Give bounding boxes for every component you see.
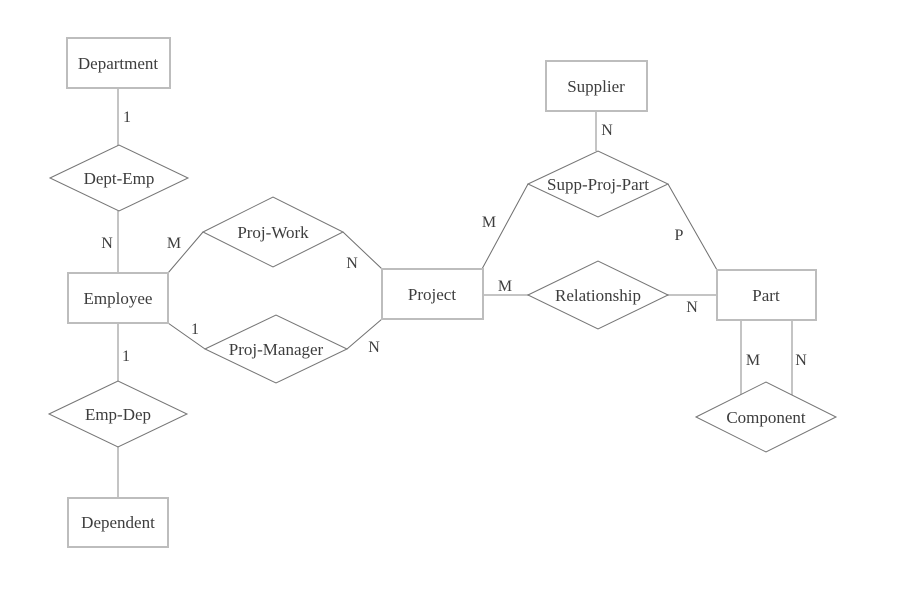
relationship-component-label: Component [726, 408, 806, 427]
cardinality-supp-proj-part-part: P [675, 227, 684, 244]
edge-employee-proj-work [167, 231, 204, 274]
entity-dependent-shape [67, 497, 169, 548]
relationship-proj-work-shape [201, 196, 345, 268]
cardinality-project-relationship: M [498, 278, 512, 295]
relationship-dept-emp-shape [48, 144, 190, 212]
cardinality-proj-manager-project: N [368, 339, 380, 356]
entity-employee-shape [67, 272, 169, 324]
relationship-emp-dep-label: Emp-Dep [85, 405, 151, 424]
entity-part-shape [716, 269, 817, 321]
entity-part-label: Part [752, 286, 780, 305]
relationship-supp-proj-part-shape [526, 150, 670, 218]
relationship-proj-manager-shape [203, 314, 349, 384]
cardinality-project-supp-proj-part: M [482, 214, 496, 231]
cardinality-department-dept-emp: 1 [123, 109, 131, 126]
cardinality-employee-proj-work: M [167, 235, 181, 252]
edge-project-supp-proj-part [481, 183, 529, 270]
cardinality-part-component-left: M [746, 352, 760, 369]
entity-project-label: Project [408, 285, 456, 304]
edge-employee-proj-manager [167, 322, 206, 350]
edge-proj-manager-project [346, 318, 383, 350]
entity-dependent-label: Dependent [81, 513, 155, 532]
entity-employee-label: Employee [84, 289, 153, 308]
edge-supp-proj-part-part [667, 183, 718, 271]
cardinality-supplier-supp-proj-part: N [601, 122, 613, 139]
relationship-proj-work-label: Proj-Work [237, 223, 309, 242]
cardinality-relationship-part: N [686, 299, 698, 316]
cardinality-employee-proj-manager: 1 [191, 321, 199, 338]
relationship-relationship-label: Relationship [555, 286, 641, 305]
entity-supplier-shape [545, 60, 648, 112]
relationship-component-shape [694, 381, 838, 453]
relationship-relationship-shape [526, 260, 670, 330]
entity-department-shape [66, 37, 171, 89]
relationship-emp-dep-shape [47, 380, 189, 448]
cardinality-part-component-right: N [795, 352, 807, 369]
cardinality-employee-emp-dep: 1 [122, 348, 130, 365]
cardinality-dept-emp-employee: N [101, 235, 113, 252]
relationship-proj-manager-label: Proj-Manager [229, 340, 324, 359]
relationship-dept-emp-label: Dept-Emp [84, 169, 155, 188]
entity-project-shape [381, 268, 484, 320]
entity-department-label: Department [78, 54, 159, 73]
relationship-supp-proj-part-label: Supp-Proj-Part [547, 175, 649, 194]
edge-proj-work-project [342, 231, 383, 270]
entity-supplier-label: Supplier [567, 77, 625, 96]
cardinality-proj-work-project: N [346, 255, 358, 272]
